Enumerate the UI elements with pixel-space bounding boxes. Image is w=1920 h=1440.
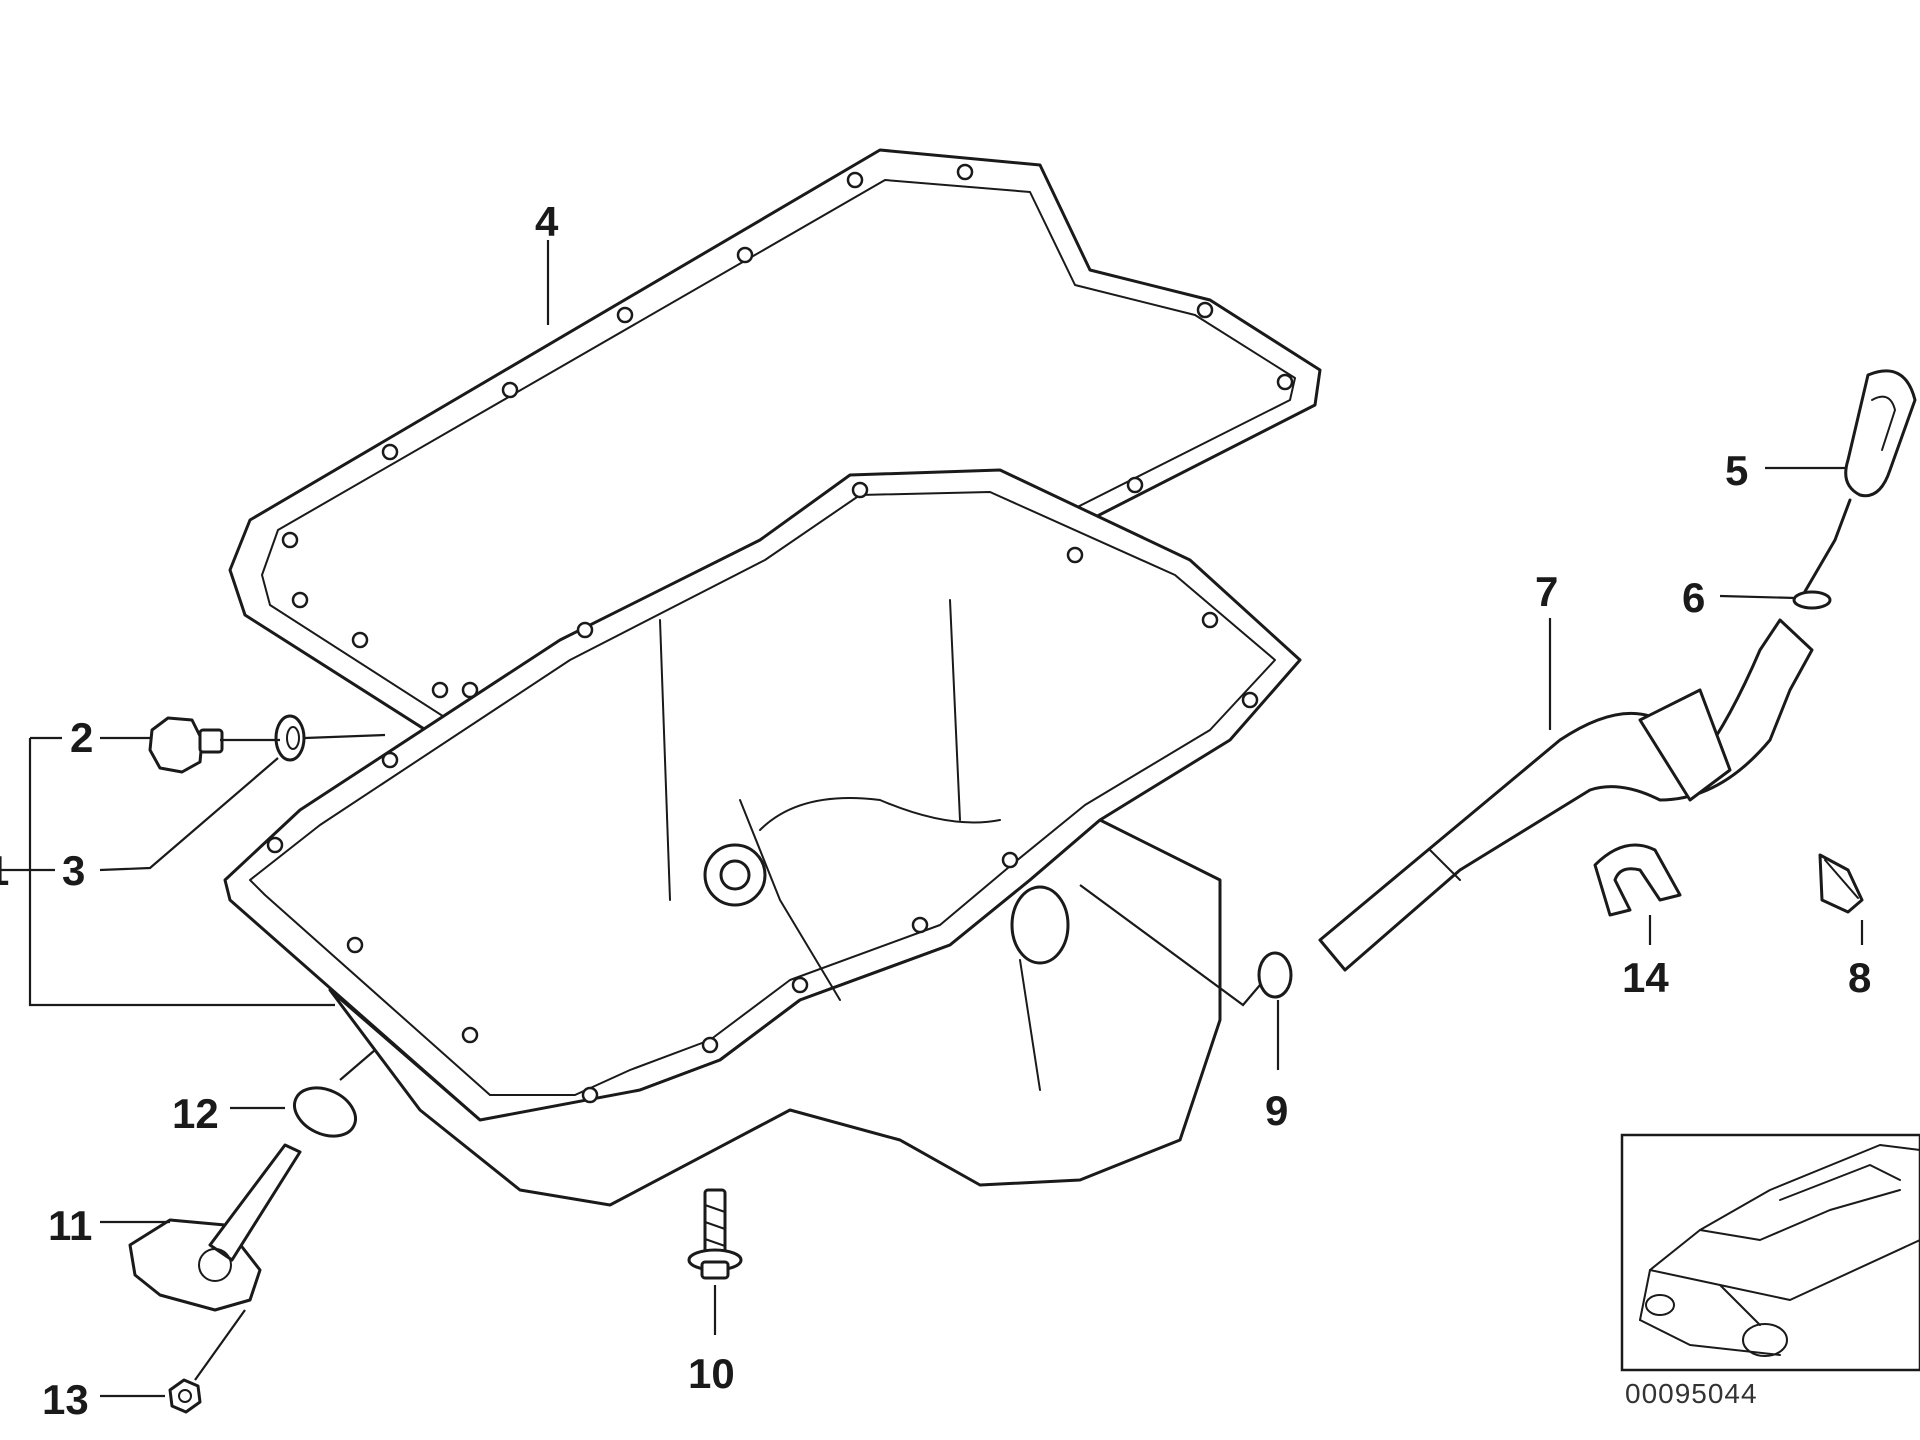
drain-plug-washer [274, 714, 306, 762]
leader-lines [0, 240, 1864, 1398]
callout-3: 3 [62, 847, 85, 894]
oil-level-sensor [128, 1143, 302, 1312]
callout-labels: 1 2 3 4 5 6 7 8 9 10 11 12 13 14 [0, 198, 1871, 1423]
sensor-o-ring [293, 1086, 357, 1138]
drain-plug [148, 716, 224, 774]
callout-6: 6 [1682, 574, 1705, 621]
callout-13: 13 [42, 1376, 89, 1423]
callout-14: 14 [1622, 954, 1669, 1001]
tube-holder-clip [1593, 843, 1682, 917]
oil-pan [223, 468, 1302, 1207]
guide-tube-seal [1257, 951, 1293, 999]
callout-10: 10 [688, 1350, 735, 1397]
oil-pan-bolt-holes [266, 481, 1259, 1104]
callout-12: 12 [172, 1090, 219, 1137]
callout-1: 1 [0, 847, 9, 894]
callout-2: 2 [70, 714, 93, 761]
callout-4: 4 [535, 198, 559, 245]
dipstick [1798, 369, 1917, 602]
dipstick-guide-tube [1318, 618, 1814, 972]
oil-pan-bolt [687, 1188, 743, 1280]
callout-7: 7 [1535, 568, 1558, 615]
callout-11: 11 [48, 1202, 92, 1249]
sensor-nut [168, 1378, 202, 1414]
dipstick-o-ring [1792, 590, 1832, 610]
callout-8: 8 [1848, 954, 1871, 1001]
callout-9: 9 [1265, 1087, 1288, 1134]
car-silhouette-icon [1639, 1144, 1920, 1357]
document-number: 00095044 [1625, 1378, 1758, 1409]
callout-5: 5 [1725, 447, 1748, 494]
bracket-bolt [1818, 853, 1864, 914]
vehicle-locator-inset [1620, 1133, 1920, 1372]
